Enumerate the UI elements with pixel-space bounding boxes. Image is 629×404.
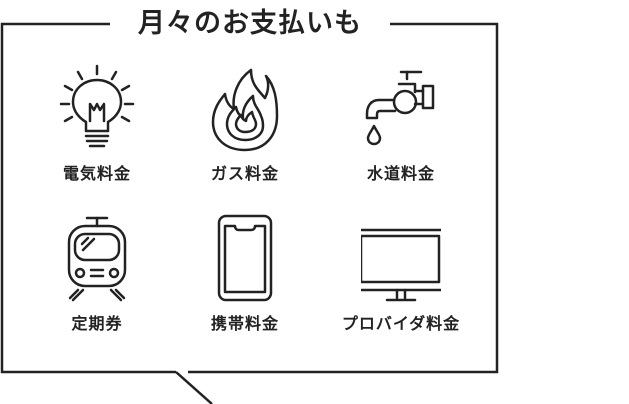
item-label: プロバイダ料金 (341, 314, 461, 333)
item-label: 電気料金 (62, 164, 131, 183)
item-water: 水道料金 (326, 64, 476, 194)
light-bulb-icon (59, 64, 135, 148)
item-electricity: 電気料金 (22, 64, 172, 194)
faucet-icon (365, 70, 435, 146)
item-provider: プロバイダ料金 (326, 214, 476, 344)
train-icon (67, 216, 127, 302)
item-label: 定期券 (71, 314, 123, 333)
item-label: 水道料金 (366, 164, 435, 183)
monitor-icon (361, 228, 441, 302)
flame-icon (211, 68, 279, 152)
item-commuter-pass: 定期券 (22, 214, 172, 344)
item-label: ガス料金 (210, 164, 279, 183)
bubble-title: 月々のお支払いも (110, 4, 390, 44)
smartphone-icon (217, 214, 273, 302)
item-gas: ガス料金 (170, 64, 320, 194)
item-mobile: 携帯料金 (170, 214, 320, 344)
item-label: 携帯料金 (210, 314, 279, 333)
